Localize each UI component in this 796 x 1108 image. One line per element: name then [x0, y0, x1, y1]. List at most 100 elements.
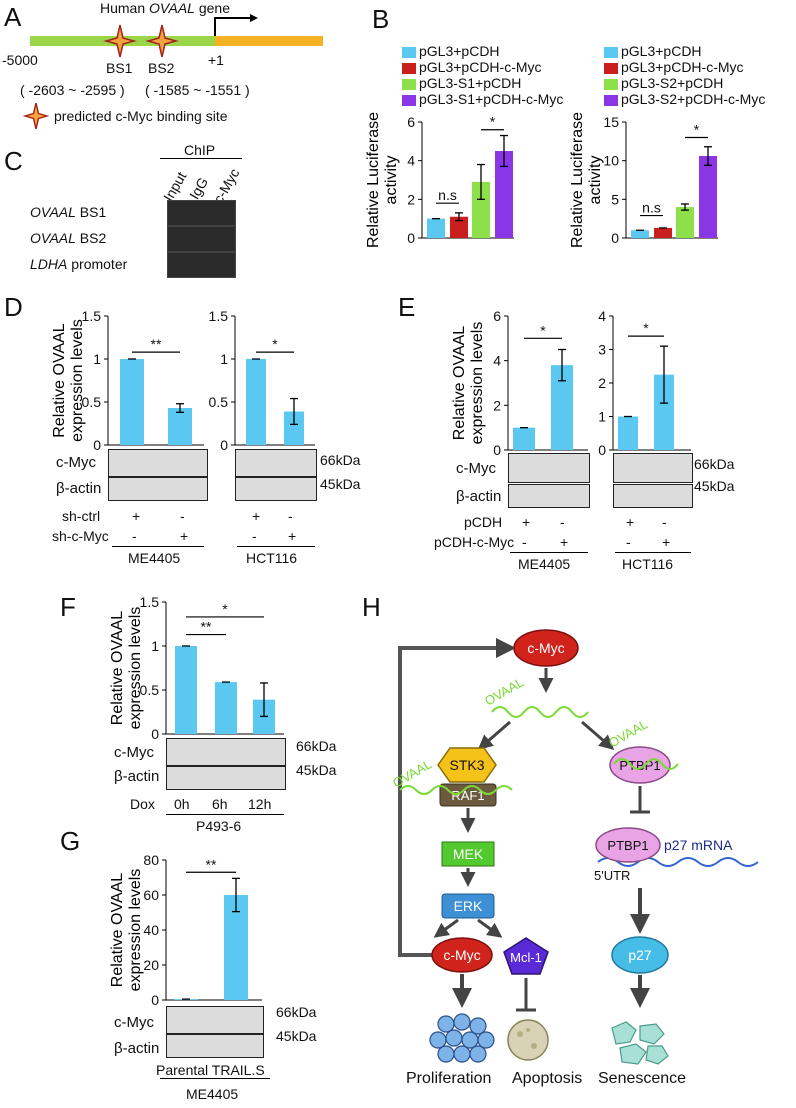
- outcome-apoptosis: Apoptosis: [512, 1070, 583, 1087]
- pos-tss: +1: [208, 52, 224, 68]
- pos-start: -5000: [2, 52, 38, 68]
- e-sign-1: +: [522, 514, 531, 530]
- chart-e2-ytick-label-3: 3: [598, 342, 606, 358]
- f-blot-actin: [166, 766, 286, 790]
- chart-e1-sig-text-0: *: [540, 322, 546, 338]
- legend-left-4: pGL3-S1+pCDH-c-Myc: [419, 91, 564, 107]
- gene-body-bar: [215, 36, 323, 46]
- outcome-senescence: Senescence: [598, 1070, 687, 1087]
- chart-b2-ytick-label-3: 15: [603, 114, 619, 130]
- f-underline: [166, 814, 284, 815]
- chart-e2-bar-0: [618, 416, 638, 450]
- chart-e1-ytick-label-1: 2: [493, 397, 501, 413]
- d-sign-8: +: [288, 528, 297, 544]
- panel-e-label: E: [398, 292, 416, 322]
- bs2-range: ( -1585 ~ -1551 ): [145, 82, 250, 98]
- chart-f-ytick-label-3: 1.5: [140, 594, 160, 610]
- chart-d1-sig-text-0: **: [151, 336, 162, 352]
- f-blot-label-actin: β-actin: [114, 768, 160, 785]
- gel-row-2: [167, 226, 236, 252]
- chart-b1-ylabel-line-1: Relative Luciferase: [365, 112, 382, 248]
- e-blot-label-actin: β-actin: [456, 488, 502, 505]
- f-time-12h: 12h: [248, 796, 272, 812]
- chart-e2-ytick-label-2: 2: [598, 375, 606, 391]
- chart-e1-bar-0: [513, 427, 535, 450]
- chip-header-line: [160, 158, 242, 159]
- gel-label-1-rest: BS1: [75, 204, 107, 220]
- chart-d1-ylabel-line-2: expression levels: [69, 319, 86, 442]
- legend-swatch-8: [604, 95, 618, 106]
- chart-b2-sig-text-1: *: [694, 121, 700, 137]
- mcl1-text: Mcl-1: [510, 950, 542, 965]
- chart-b1-sig-text-0: n.s: [438, 187, 457, 203]
- raf1-text: RAF1: [451, 788, 484, 803]
- d-blot-cmyc-hct116: [235, 449, 317, 477]
- e-sign-8: +: [662, 534, 671, 550]
- gel-label-3: LDHA promoter: [30, 256, 127, 272]
- chart-g-ytick-label-0: 0: [151, 992, 159, 1008]
- e-sign-2: -: [560, 514, 565, 530]
- g-cell: ME4405: [186, 1086, 239, 1102]
- chart-f-ylabel-line-2: expression levels: [127, 607, 144, 730]
- ovaal-to-stk3-arrow: [477, 720, 511, 750]
- g-blot-cmyc: [166, 1006, 264, 1034]
- chart-f-bar-0: [175, 646, 197, 734]
- legend-swatch-2: [402, 63, 416, 74]
- chart-b2-bar-2: [676, 207, 694, 238]
- e-kda-66: 66kDa: [694, 456, 735, 472]
- d-cell-me4405: ME4405: [128, 550, 181, 566]
- chart-g-sig-text-0: **: [206, 856, 217, 872]
- panel-f-label: F: [60, 592, 76, 622]
- g-xlabel: Parental TRAIL.S: [156, 1062, 265, 1078]
- e-blot-cmyc-hct116: [613, 453, 693, 483]
- chip-header: ChIP: [184, 142, 216, 158]
- chart-g-ytick-label-3: 60: [143, 887, 159, 903]
- e-row-pcdh: pCDH: [464, 514, 503, 530]
- chart-g-ytick-label-2: 40: [143, 922, 159, 938]
- panel-h-label: H: [362, 592, 381, 622]
- chart-e1-bar-1: [551, 365, 573, 450]
- f-blot-label-cmyc: c-Myc: [114, 744, 154, 761]
- mek-node: [441, 841, 495, 867]
- erk-node: [441, 893, 495, 919]
- chart-g-ylabel-line-2: expression levels: [127, 869, 144, 992]
- p27-mrna-text: p27 mRNA: [664, 837, 733, 853]
- apoptosis-cell-icon: [507, 1019, 549, 1061]
- chart-d1-ytick-label-1: 0.5: [82, 394, 102, 410]
- f-time-6h: 6h: [212, 796, 228, 812]
- chart-e2-sig-text-0: *: [643, 320, 649, 336]
- d-kda-66: 66kDa: [320, 452, 361, 468]
- chart-b1-bar-1: [450, 216, 468, 238]
- legend-left-3: pGL3-S1+pCDH: [419, 75, 522, 91]
- erk-to-cmyc-arrow: [433, 918, 459, 938]
- d-underline-2: [237, 546, 315, 547]
- g-kda-66: 66kDa: [276, 1004, 317, 1020]
- chart-b1-ytick-label-0: 0: [407, 230, 415, 246]
- chart-e1-ylabel-line-1: Relative OVAAL: [451, 326, 468, 441]
- legend-right-2: pGL3+pCDH-c-Myc: [621, 59, 744, 75]
- legend-left-2: pGL3+pCDH-c-Myc: [419, 59, 542, 75]
- d-underline-1: [112, 546, 204, 547]
- p27-node: [611, 936, 669, 974]
- chart-b1-sig-text-1: *: [490, 114, 496, 130]
- d-sign-5: +: [252, 508, 261, 524]
- d-sign-6: -: [288, 508, 293, 524]
- panel-c-label: C: [4, 146, 23, 176]
- legend-swatch-6: [604, 63, 618, 74]
- chart-g-bar-1: [224, 895, 248, 1000]
- gene-title: Human OVAAL gene: [100, 0, 230, 16]
- chart-f-sig-text-1: *: [222, 601, 228, 617]
- f-kda-66: 66kDa: [296, 738, 337, 754]
- binding-site-star-2-icon: [145, 24, 179, 58]
- e-underline-1: [510, 552, 588, 553]
- f-time-0h: 0h: [174, 796, 190, 812]
- chart-b2-ylabel-line-1: Relative Luciferase: [569, 112, 586, 248]
- gel-row-1: [167, 200, 236, 226]
- d-sign-2: -: [180, 508, 185, 524]
- panel-a-label: A: [4, 2, 22, 32]
- chart-b1-bar-3: [495, 151, 513, 238]
- chart-b2-bar-1: [654, 227, 672, 238]
- chart-f-ylabel-line-1: Relative OVAAL: [109, 611, 126, 726]
- panel-g-label: G: [60, 826, 81, 856]
